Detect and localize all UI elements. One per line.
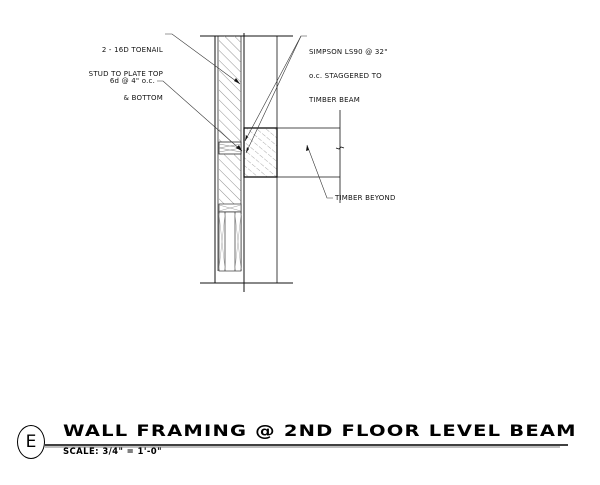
detail-tag: E	[17, 425, 45, 459]
note-simpson-line3: TIMBER BEAM	[309, 96, 360, 104]
stud-lower	[219, 154, 241, 204]
drawing-scale: SCALE: 3/4" = 1'-0"	[63, 447, 162, 457]
note-simpson-line1: SIMPSON LS90 @ 32"	[309, 48, 388, 56]
note-simpson: SIMPSON LS90 @ 32" o.c. STAGGERED TO TIM…	[309, 32, 388, 120]
note-toenail-line1: 2 - 16d TOENAIL	[101, 46, 163, 54]
leader-timber-beyond	[306, 144, 333, 199]
leader-toenail	[165, 33, 241, 85]
leader-nailing	[157, 80, 243, 152]
note-timber-beyond: TIMBER BEYOND	[335, 194, 396, 202]
stud-bottom	[218, 211, 242, 272]
timber-beam-section	[243, 127, 278, 178]
note-toenail-line3: & BOTTOM	[123, 94, 163, 102]
leader-simpson-2	[245, 35, 302, 154]
note-simpson-line2: o.c. STAGGERED TO	[309, 72, 382, 80]
stud-upper	[219, 36, 241, 142]
note-toenail: 2 - 16d TOENAIL STUD TO PLATE TOP & BOTT…	[88, 30, 163, 118]
drawing-title: WALL FRAMING @ 2ND FLOOR LEVEL BEAM	[63, 421, 577, 440]
note-nailing: 6d @ 4" o.c.	[109, 77, 155, 85]
note-toenail-line2: STUD TO PLATE TOP	[88, 70, 163, 78]
detail-tag-letter: E	[25, 432, 37, 452]
